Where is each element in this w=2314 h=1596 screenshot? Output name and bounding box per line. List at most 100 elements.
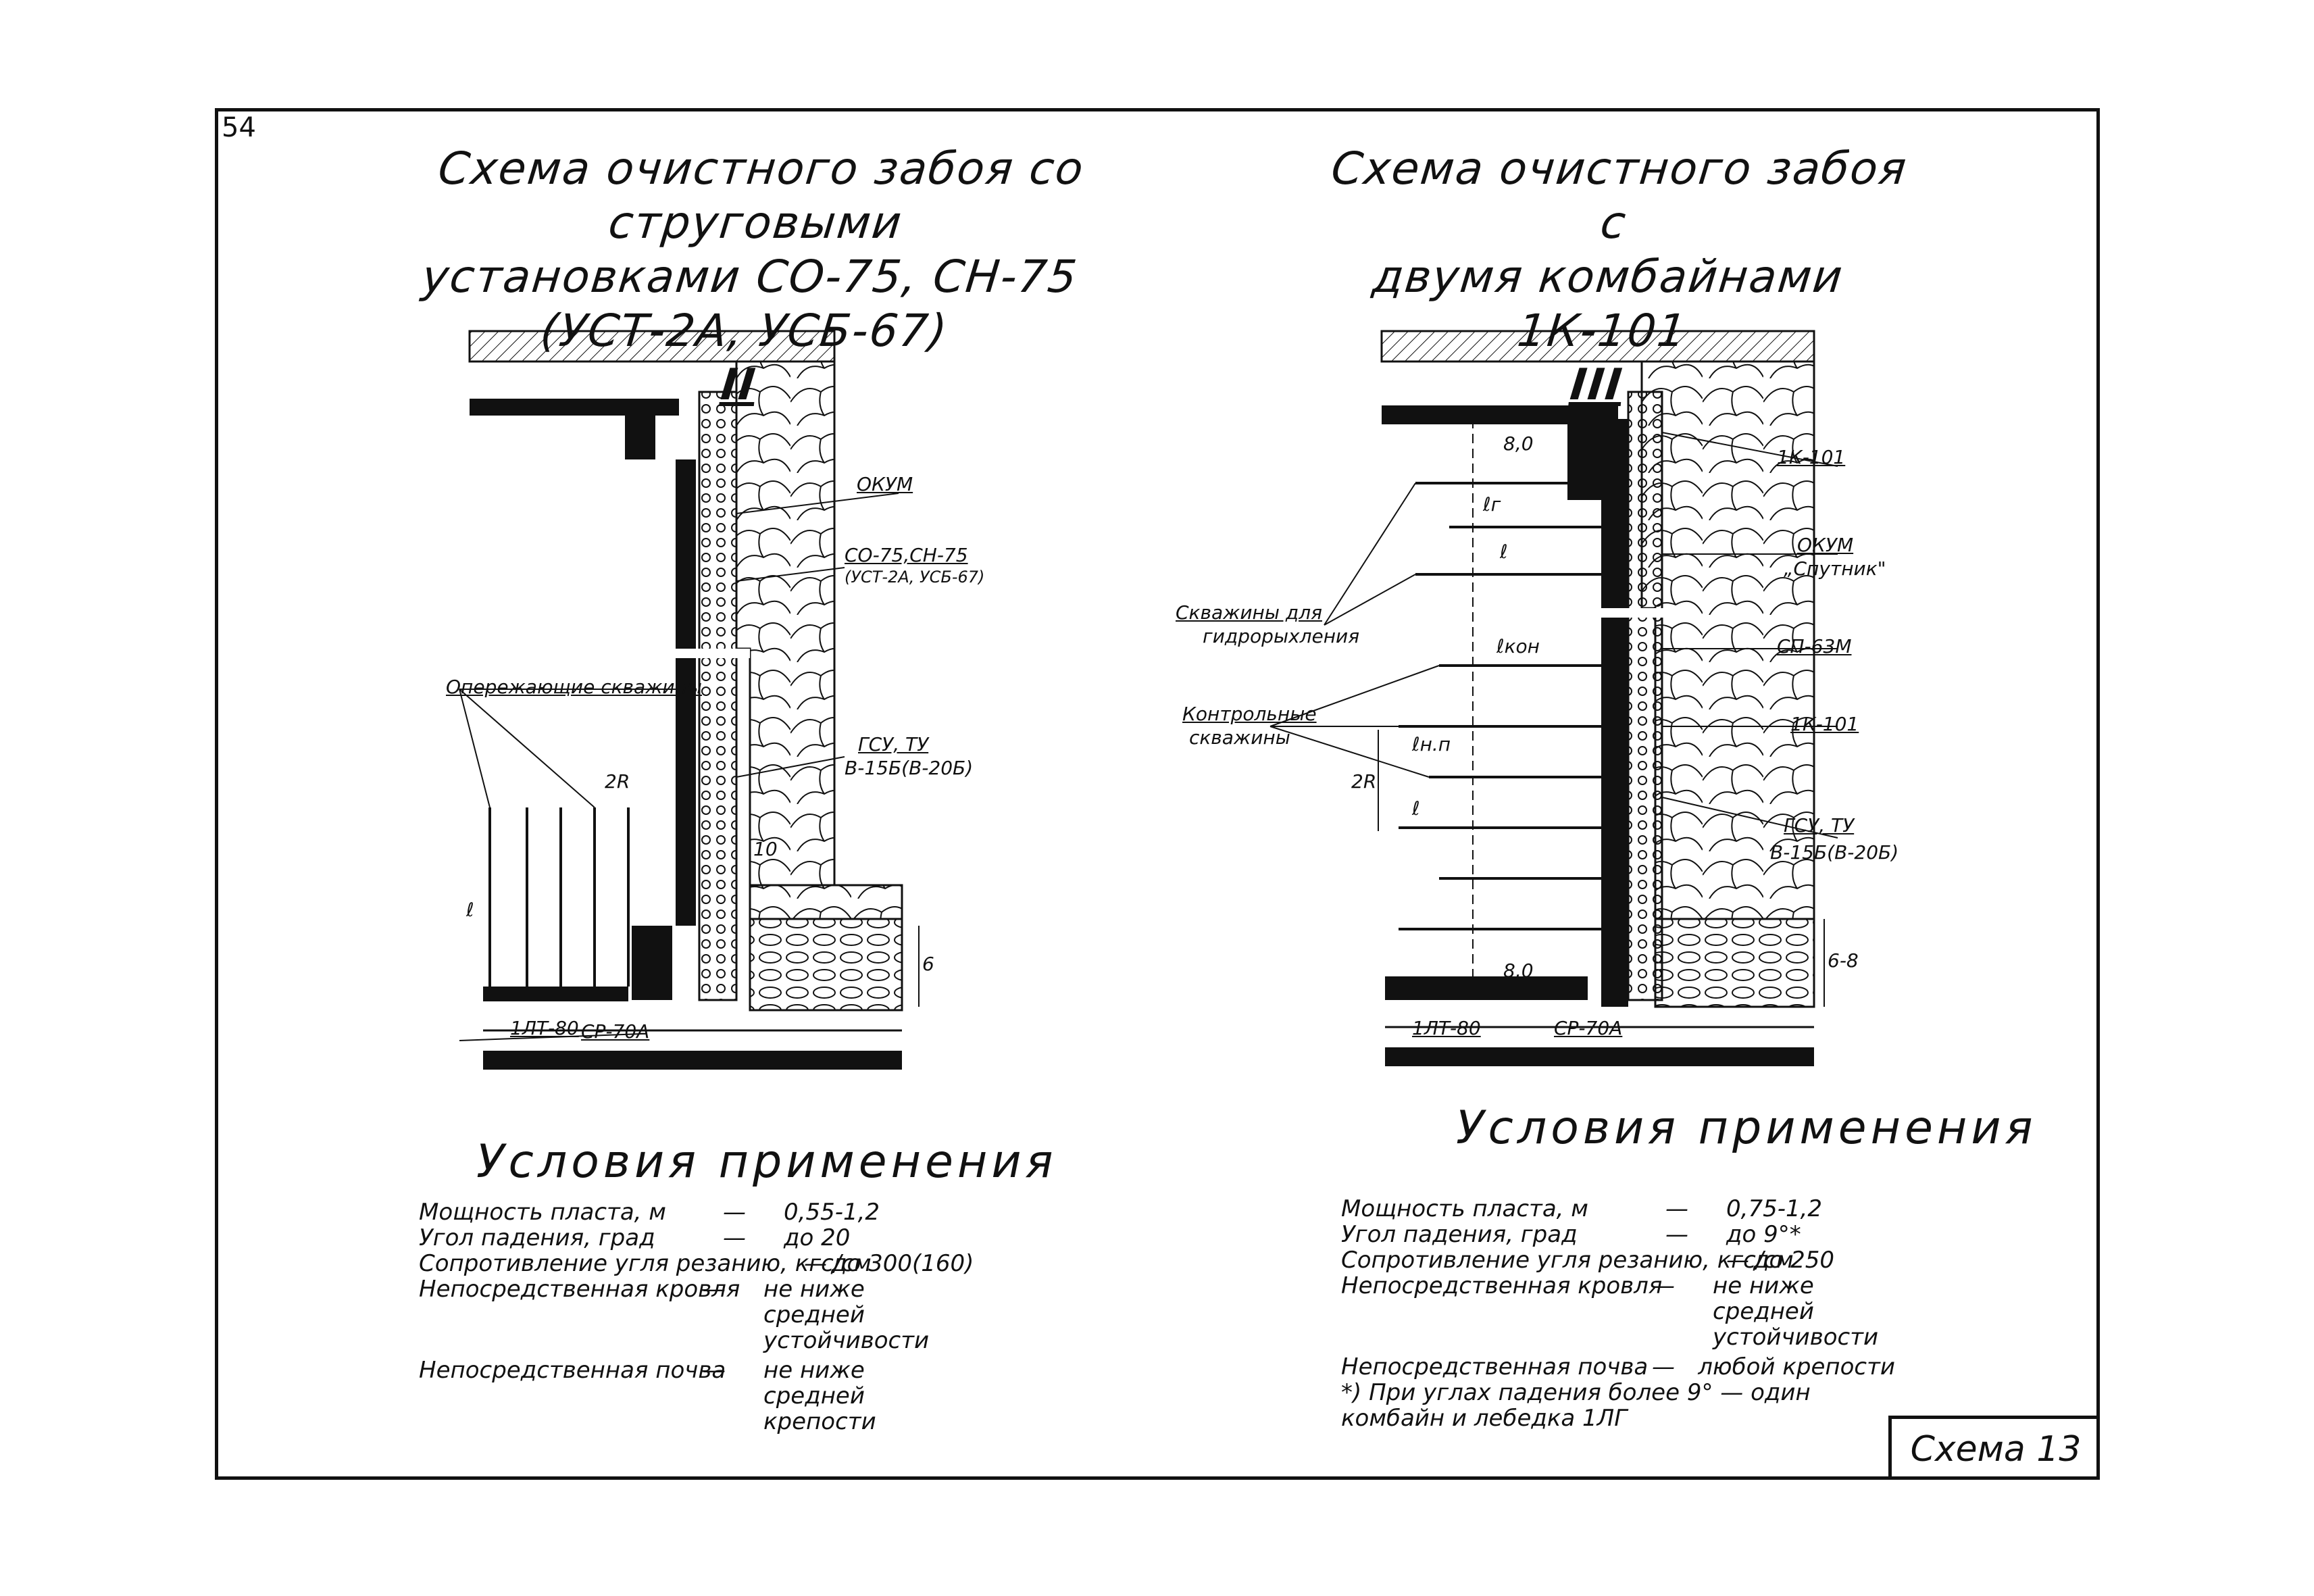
left-lower-block (632, 926, 672, 1000)
left-2r-label: 2R (605, 770, 630, 793)
left-ell-label: ℓ (466, 899, 474, 921)
left-cond-dash: — (703, 1276, 726, 1303)
right-cond-key: Непосредственная почва (1341, 1353, 1649, 1380)
right-cond-row: Мощность пласта, м—0,75-1,2 (1341, 1196, 1895, 1222)
left-boreholes (488, 807, 630, 987)
left-lpt-label: 1ЛТ-80 (510, 1017, 579, 1039)
right-cond-row: Непосредственная почва— любой крепости (1341, 1354, 1895, 1380)
left-cond-key: Непосредственная кровля (419, 1276, 740, 1303)
right-cond-dash: — (1652, 1272, 1675, 1299)
right-roof-layer (1380, 330, 1815, 363)
right-cond-dash: — (1726, 1247, 1749, 1274)
right-boreholes-label-2: гидрорыхления (1203, 625, 1360, 647)
left-bottom-seam (483, 987, 628, 1001)
right-sputnik-label: „Спутник" (1784, 557, 1886, 580)
left-cond-key: Сопротивление угля резанию, кгс/см (419, 1250, 872, 1277)
right-k101-mid-label: 1К-101 (1790, 713, 1859, 735)
left-10-label: 10 (753, 838, 778, 860)
right-6-8-label: 6-8 (1828, 949, 1859, 972)
right-cond-key: Сопротивление угля резанию, кгс/см (1341, 1247, 1794, 1274)
left-conditions-title: Условия применения (476, 1135, 1057, 1189)
left-cond-row: Мощность пласта, м — 0,55-1,2 (419, 1199, 973, 1225)
left-6-label: 6 (922, 953, 934, 975)
left-cond-value: 0,55-1,2 (784, 1199, 880, 1226)
right-cond-key: Непосредственная кровля (1341, 1272, 1663, 1299)
right-cond-dash: — (1665, 1195, 1688, 1222)
right-cond-dash: — (1652, 1353, 1675, 1380)
left-cond-dash: — (703, 1357, 726, 1384)
right-cond-value: не ниже средней устойчивости (1713, 1272, 1879, 1351)
left-roof-layer (468, 330, 836, 363)
left-conditions: Мощность пласта, м — 0,55-1,2 Угол падения… (419, 1199, 974, 1435)
right-boreholes-label: Скважины для (1176, 601, 1322, 624)
left-cond-row: Угол падения, град — до 20 (419, 1225, 973, 1251)
scheme-stamp: Схема 13 (1888, 1416, 2100, 1480)
right-2r-label: 2R (1351, 770, 1377, 793)
right-ell-label: ℓ (1500, 541, 1508, 563)
right-lpt-label: 1ЛТ-80 (1412, 1017, 1481, 1039)
left-cond-row: Непосредственная почва— не ниже средней к… (419, 1357, 973, 1435)
right-face-black (1601, 419, 1628, 1007)
left-boreholes-label: Опережающие скважины (446, 676, 703, 698)
right-okum-label: ОКУМ (1797, 534, 1854, 556)
left-co75-label: СО-75,СН-75 (845, 544, 968, 566)
left-cond-value: не ниже средней устойчивости (763, 1276, 930, 1354)
right-gsu-label: ГСУ, ТУ (1784, 814, 1855, 837)
left-cond-dash: — (723, 1199, 746, 1226)
left-break (669, 649, 750, 658)
left-sr-label: СР-70А (581, 1020, 650, 1043)
right-sr-label: СР-70А (1554, 1017, 1623, 1039)
right-ell-side-label: ℓ (1412, 797, 1420, 820)
right-control-label: Контрольные (1182, 703, 1317, 725)
right-control-label-2: скважины (1189, 726, 1290, 749)
right-lr-label: ℓг (1483, 493, 1501, 516)
left-okum-label: ОКУМ (857, 473, 913, 495)
left-cond-value: до 300(160) (831, 1250, 974, 1277)
right-cond-key: Угол падения, град (1341, 1221, 1578, 1248)
right-conditions-title: Условия применения (1456, 1101, 2037, 1155)
right-boreholes (1399, 482, 1601, 930)
left-face-black (676, 459, 696, 926)
right-gsu-label-2: В-15Б(В-20Б) (1770, 841, 1899, 864)
right-conditions: Мощность пласта, м—0,75-1,2 Угол падения… (1341, 1196, 1895, 1431)
right-k101-top-label: 1К-101 (1777, 446, 1846, 468)
right-bottom-seam (1385, 976, 1588, 1000)
right-floor-pebbles (1654, 918, 1815, 1008)
left-floor-pebbles (749, 918, 903, 1012)
right-8-top-label: 8,0 (1503, 432, 1534, 455)
right-lkon-label: ℓкон (1496, 635, 1540, 657)
page-number: 54 (222, 112, 256, 143)
right-cond-row: Сопротивление угля резанию, кгс/см—до 25… (1341, 1247, 1895, 1273)
left-cond-key: Мощность пласта, м (419, 1199, 666, 1226)
left-co75-label-2: (УСТ-2А, УСБ-67) (845, 568, 985, 587)
left-cond-row: Сопротивление угля резанию, кгс/см—до 30… (419, 1250, 974, 1277)
left-top-block (625, 399, 655, 459)
right-cond-value: до 250 (1753, 1247, 1835, 1274)
right-break (1594, 608, 1669, 618)
right-cond-value: любой крепости (1698, 1353, 1895, 1380)
left-cond-key: Угол падения, град (419, 1224, 655, 1251)
left-cond-key: Непосредственная почва (419, 1357, 726, 1384)
left-cond-value: до 20 (784, 1224, 851, 1251)
left-cond-row: Непосредственная кровля— не ниже средней … (419, 1276, 973, 1353)
left-cond-value: не ниже средней крепости (763, 1357, 876, 1435)
left-cond-dash: — (804, 1250, 827, 1277)
right-lnp-label: ℓн.п (1412, 733, 1451, 755)
left-base-line (483, 1051, 902, 1070)
right-cond-row: Непосредственная кровля— не ниже средней … (1341, 1273, 1895, 1350)
right-footnote: *) При углах падения более 9° — один ком… (1341, 1379, 1811, 1432)
right-cond-value: до 9°* (1726, 1221, 1801, 1248)
right-cond-dash: — (1665, 1221, 1688, 1248)
right-cond-value: 0,75-1,2 (1726, 1195, 1823, 1222)
left-conveyor (698, 391, 738, 1001)
right-8-bottom-label: 8,0 (1503, 959, 1534, 982)
right-cond-row: Угол падения, град — до 9°* (1341, 1222, 1895, 1247)
drawing-frame (215, 108, 2100, 1480)
left-gsu-label-2: В-15Б(В-20Б) (845, 757, 974, 779)
left-gsu-label: ГСУ, ТУ (858, 733, 929, 755)
left-floor-step (749, 884, 903, 920)
left-cond-dash: — (723, 1224, 746, 1251)
right-base-line (1385, 1047, 1814, 1066)
